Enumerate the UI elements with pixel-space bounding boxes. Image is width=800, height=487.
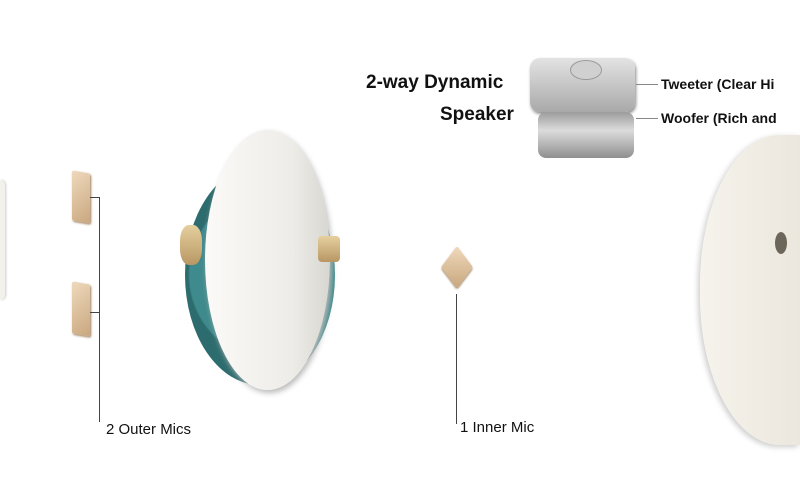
left-earbud-edge [0,180,5,300]
earbud-connector [318,236,340,262]
right-earbud-port [775,232,787,254]
tweeter-label: Tweeter (Clear Hi [661,76,775,92]
inner-mic [441,246,473,288]
outer-mic-bottom [72,281,90,337]
outer-mic-top [72,170,90,224]
earbud-contact [180,225,202,265]
woofer-leader [636,118,658,119]
speaker-title-line2: Speaker [440,104,514,125]
right-earbud [700,135,800,445]
tweeter-dome [570,60,602,80]
speaker-title-line1: 2-way Dynamic [366,72,504,93]
outer-mic-leader [99,197,100,422]
outer-mic-leader-top-tick [90,197,100,198]
tweeter-leader [636,84,658,85]
inner-mic-leader [456,294,457,424]
woofer-block [538,112,634,158]
woofer-label: Woofer (Rich and [661,110,777,126]
inner-mic-label: 1 Inner Mic [460,419,535,436]
earbud-shell [205,130,330,390]
outer-mic-leader-bottom-tick [90,312,100,313]
outer-mics-label: 2 Outer Mics [106,421,192,438]
